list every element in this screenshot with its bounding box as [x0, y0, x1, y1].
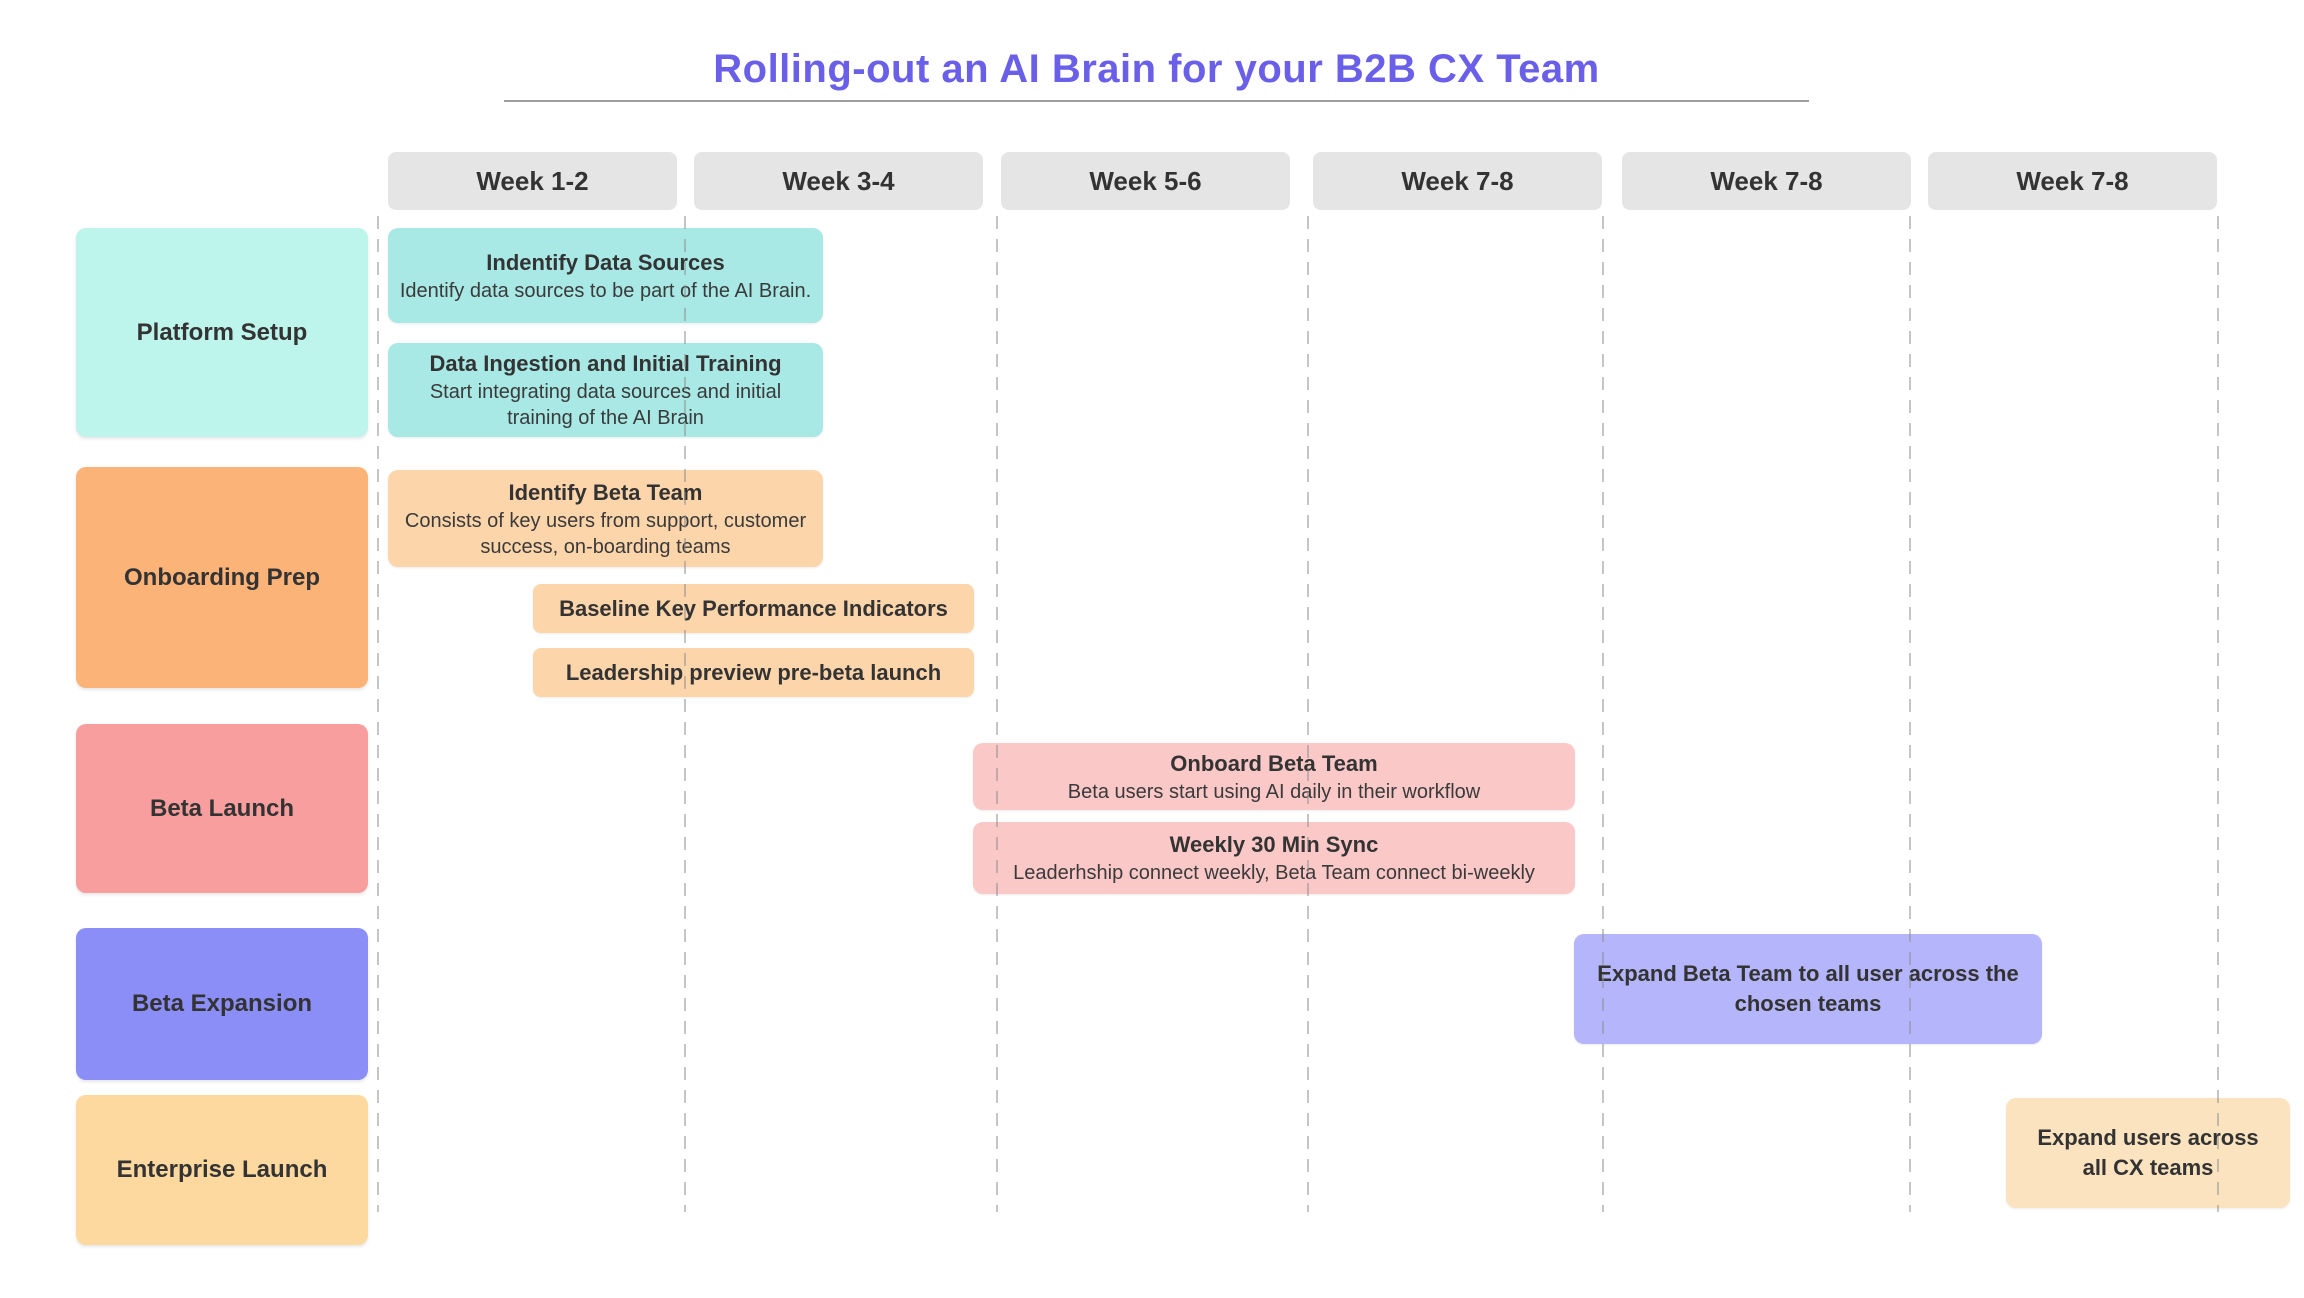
- phase-label-beta-expansion: Beta Expansion: [76, 928, 368, 1080]
- task-title: Identify Beta Team: [508, 479, 703, 505]
- column-gridline: [1909, 216, 1911, 1212]
- task-leadership-preview: Leadership preview pre-beta launch: [533, 648, 974, 697]
- phase-label-enterprise-launch: Enterprise Launch: [76, 1095, 368, 1245]
- task-description: Start integrating data sources and initi…: [429, 381, 782, 429]
- task-expand-beta-team: Expand Beta Team to all user across the …: [1574, 934, 2042, 1044]
- phase-label-platform-setup: Platform Setup: [76, 228, 368, 437]
- week-header-6: Week 7-8: [1928, 152, 2217, 210]
- task-description: Identify data sources to be part of the …: [399, 279, 812, 302]
- task-title: Baseline Key Performance Indicators: [559, 595, 948, 621]
- phase-label-beta-launch: Beta Launch: [76, 724, 368, 893]
- task-description: Consists of key users from support, cust…: [404, 509, 807, 558]
- task-title: Data Ingestion and Initial Training: [429, 351, 782, 376]
- page-title: Rolling-out an AI Brain for your B2B CX …: [713, 46, 1600, 91]
- task-baseline-kpis: Baseline Key Performance Indicators: [533, 584, 974, 633]
- column-gridline: [1307, 216, 1309, 1212]
- column-gridline: [684, 216, 686, 1212]
- column-gridline: [377, 216, 379, 1212]
- week-header-3: Week 5-6: [1001, 152, 1290, 210]
- phase-label-onboarding-prep: Onboarding Prep: [76, 467, 368, 688]
- task-title: Indentify Data Sources: [486, 249, 725, 275]
- title-underline: Rolling-out an AI Brain for your B2B CX …: [504, 38, 1809, 102]
- task-title-line: Expand users across: [2037, 1125, 2259, 1150]
- task-title-line: Expand Beta Team to all user across the: [1597, 961, 2019, 986]
- task-title-line: chosen teams: [1734, 991, 1882, 1016]
- task-title-line: all CX teams: [2082, 1155, 2214, 1180]
- column-gridline: [2217, 216, 2219, 1212]
- week-header-1: Week 1-2: [388, 152, 677, 210]
- task-description: Beta users start using AI daily in their…: [1067, 780, 1481, 803]
- task-title: Weekly 30 Min Sync: [1169, 832, 1379, 857]
- task-description: Leaderhship connect weekly, Beta Team co…: [1013, 862, 1535, 884]
- task-identify-data-sources: Indentify Data Sources Identify data sou…: [388, 228, 823, 323]
- task-weekly-30-min-sync: Weekly 30 Min Sync Leaderhship connect w…: [973, 822, 1575, 894]
- task-onboard-beta-team: Onboard Beta Team Beta users start using…: [973, 743, 1575, 810]
- week-header-4: Week 7-8: [1313, 152, 1602, 210]
- task-title: Onboard Beta Team: [1170, 750, 1378, 776]
- task-expand-users-all-cx-teams: Expand users across all CX teams: [2006, 1098, 2290, 1208]
- column-gridline: [996, 216, 998, 1212]
- week-header-2: Week 3-4: [694, 152, 983, 210]
- task-identify-beta-team: Identify Beta Team Consists of key users…: [388, 470, 823, 567]
- task-data-ingestion-initial-training: Data Ingestion and Initial Training Star…: [388, 343, 823, 437]
- task-title: Leadership preview pre-beta launch: [565, 659, 942, 685]
- column-gridline: [1602, 216, 1604, 1212]
- week-header-5: Week 7-8: [1622, 152, 1911, 210]
